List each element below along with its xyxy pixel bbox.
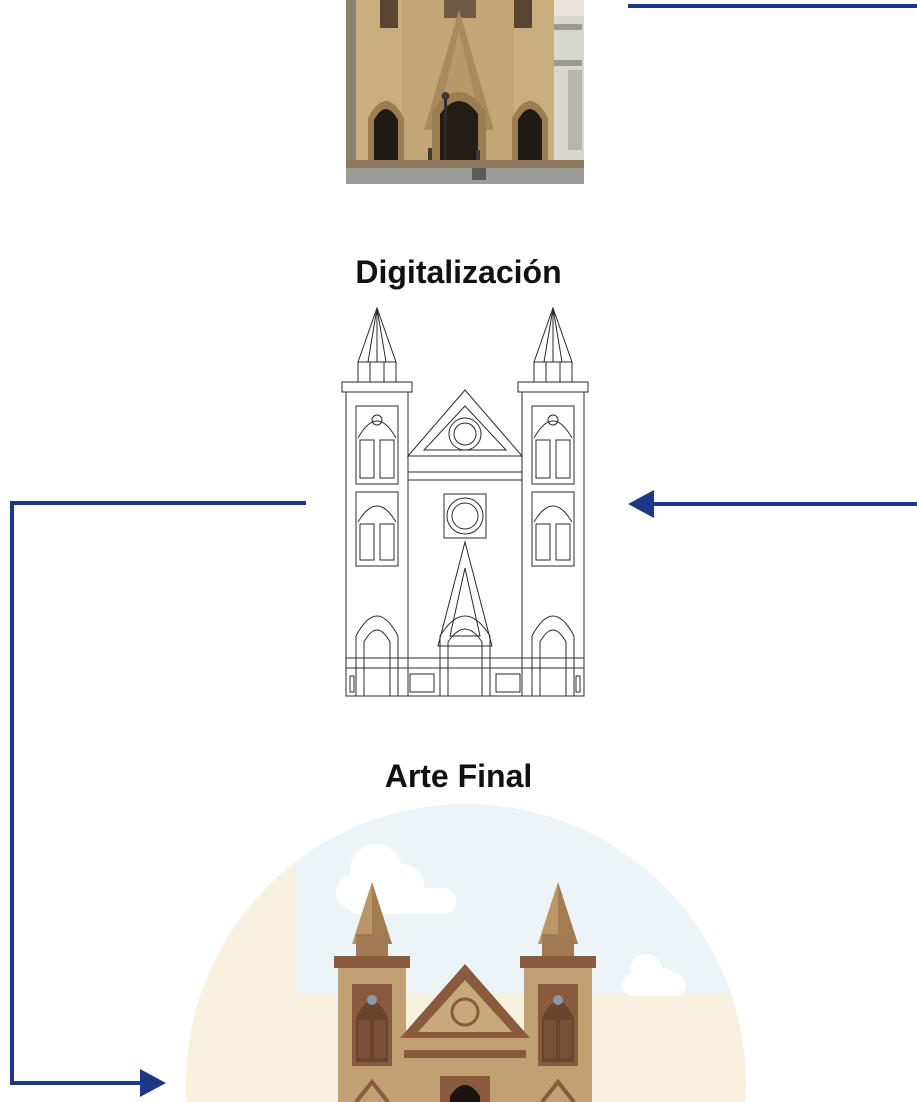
arrow-left-icon <box>628 490 654 518</box>
cathedral-final-art <box>186 804 746 1102</box>
heading-arte-final: Arte Final <box>384 758 533 794</box>
cloud-icon <box>622 954 686 996</box>
cathedral-line-drawing <box>341 306 589 697</box>
connector-line <box>10 501 306 1085</box>
cathedral-photo <box>346 0 584 184</box>
heading-digitalizacion: Digitalización <box>355 254 562 290</box>
arrow-right-icon <box>140 1069 166 1097</box>
